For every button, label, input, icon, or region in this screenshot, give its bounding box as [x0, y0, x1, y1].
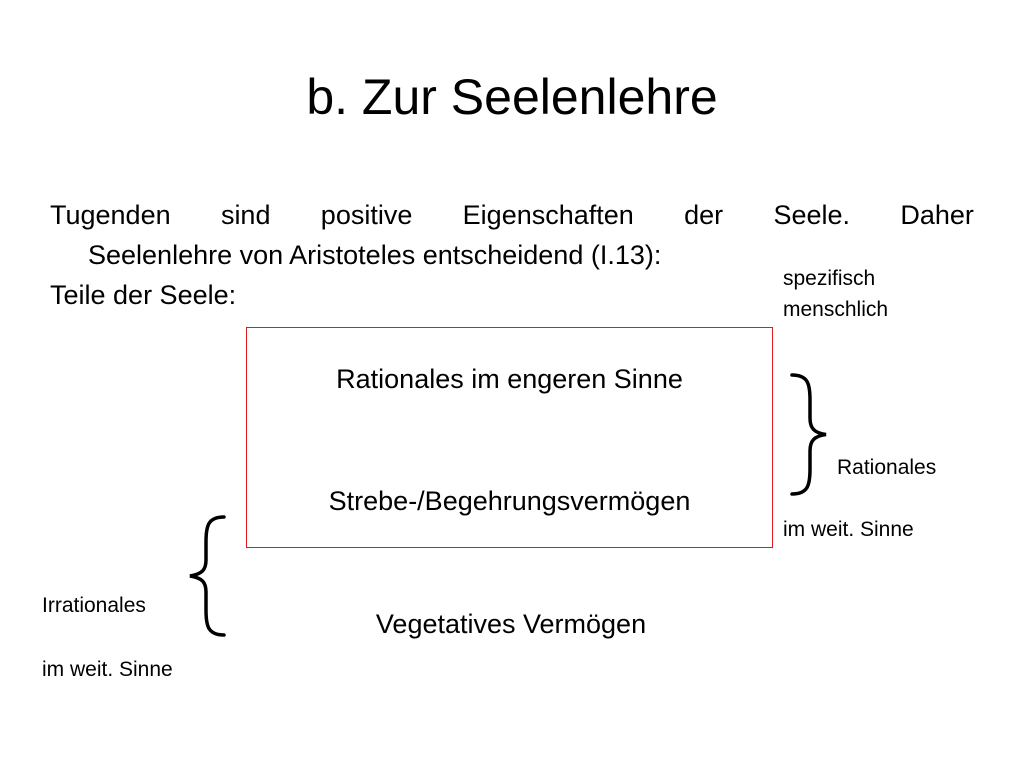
note-spezifisch-menschlich: spezifisch menschlich — [783, 263, 888, 325]
part-rational-narrow: Rationales im engeren Sinne — [336, 364, 683, 394]
part-strebevermoegen: Strebe-/Begehrungsvermögen — [328, 486, 691, 516]
intro-line-3: Teile der Seele: — [50, 280, 237, 310]
rational-parts-box — [246, 327, 773, 548]
intro-word: Eigenschaften — [462, 200, 634, 230]
intro-word: positive — [320, 200, 413, 230]
note-rationales-sub: im weit. Sinne — [783, 518, 914, 541]
intro-word: Tugenden — [50, 200, 171, 230]
intro-word: Seele. — [773, 200, 851, 230]
intro-paragraph: Tugenden sind positive Eigenschaften der… — [50, 195, 974, 315]
intro-line-1: Tugenden sind positive Eigenschaften der… — [50, 195, 974, 235]
right-brace-icon — [790, 373, 827, 496]
intro-word: sind — [220, 200, 271, 230]
note-irrationales: Irrationales — [42, 594, 146, 617]
note-menschlich-line: menschlich — [783, 298, 889, 321]
note-irrationales-sub: im weit. Sinne — [42, 658, 173, 681]
slide-title: b. Zur Seelenlehre — [306, 69, 718, 125]
left-brace-icon — [189, 515, 226, 637]
intro-word: Daher — [900, 200, 974, 230]
note-rationales: Rationales — [837, 456, 937, 479]
part-vegetativ: Vegetatives Vermögen — [375, 609, 647, 639]
note-spezifisch-line: spezifisch — [783, 267, 876, 290]
intro-line-2: Seelenlehre von Aristoteles entscheidend… — [88, 240, 662, 270]
intro-word: der — [684, 200, 724, 230]
